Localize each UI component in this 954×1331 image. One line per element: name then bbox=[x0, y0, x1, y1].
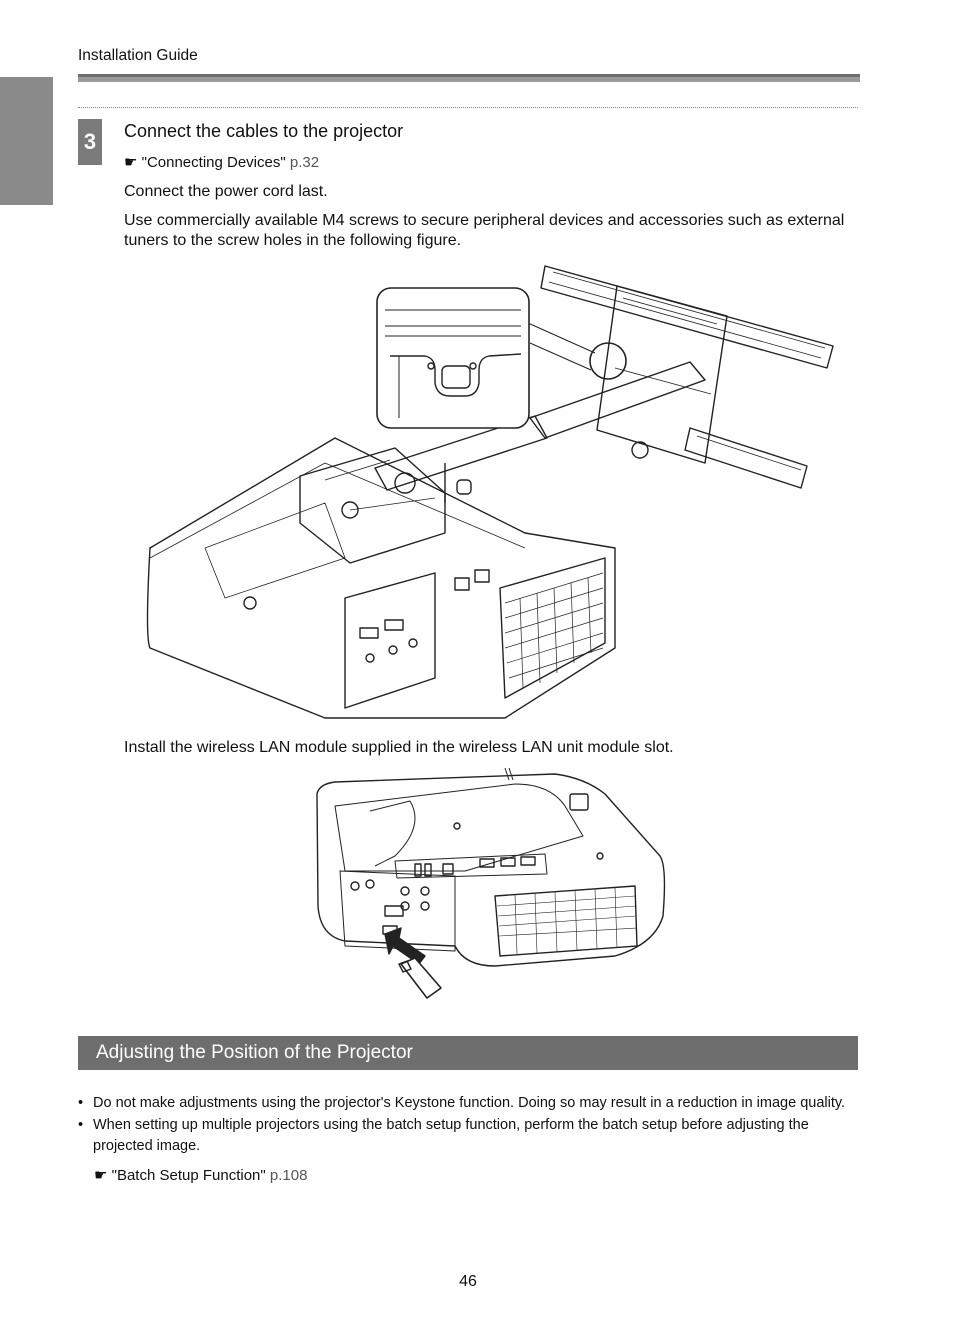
header-title: Installation Guide bbox=[78, 47, 198, 64]
dotted-divider bbox=[78, 107, 858, 108]
reference-page-number[interactable]: p.108 bbox=[269, 1167, 308, 1184]
page-number: 46 bbox=[459, 1273, 477, 1290]
reference-link-text[interactable]: "Connecting Devices" bbox=[141, 154, 286, 171]
wall-mount-projector-illustration bbox=[146, 265, 834, 719]
cross-reference-connecting-devices[interactable]: ☛ "Connecting Devices" p.32 bbox=[124, 153, 319, 171]
step-title: Connect the cables to the projector bbox=[124, 121, 404, 141]
section-heading-bar: Adjusting the Position of the Projector bbox=[78, 1036, 858, 1070]
header-rule bbox=[78, 74, 860, 82]
chapter-side-tab bbox=[0, 77, 53, 205]
wireless-lan-module-illustration bbox=[316, 767, 666, 999]
section-title: Adjusting the Position of the Projector bbox=[96, 1042, 413, 1063]
step-number-badge: 3 bbox=[78, 119, 102, 165]
pointing-hand-icon: ☛ bbox=[124, 154, 138, 171]
screw-instructions: Use commercially available M4 screws to … bbox=[124, 212, 845, 249]
power-cord-note: Connect the power cord last. bbox=[124, 183, 328, 200]
reference-page-number[interactable]: p.32 bbox=[289, 154, 320, 171]
wireless-lan-instructions: Install the wireless LAN module supplied… bbox=[124, 739, 674, 756]
reference-link-text[interactable]: "Batch Setup Function" bbox=[111, 1167, 266, 1184]
list-item: When setting up multiple projectors usin… bbox=[78, 1115, 863, 1157]
pointing-hand-icon: ☛ bbox=[94, 1167, 108, 1184]
adjustment-notes-list: Do not make adjustments using the projec… bbox=[78, 1093, 863, 1157]
list-item: Do not make adjustments using the projec… bbox=[78, 1093, 863, 1114]
cross-reference-batch-setup[interactable]: ☛ "Batch Setup Function" p.108 bbox=[94, 1166, 307, 1184]
